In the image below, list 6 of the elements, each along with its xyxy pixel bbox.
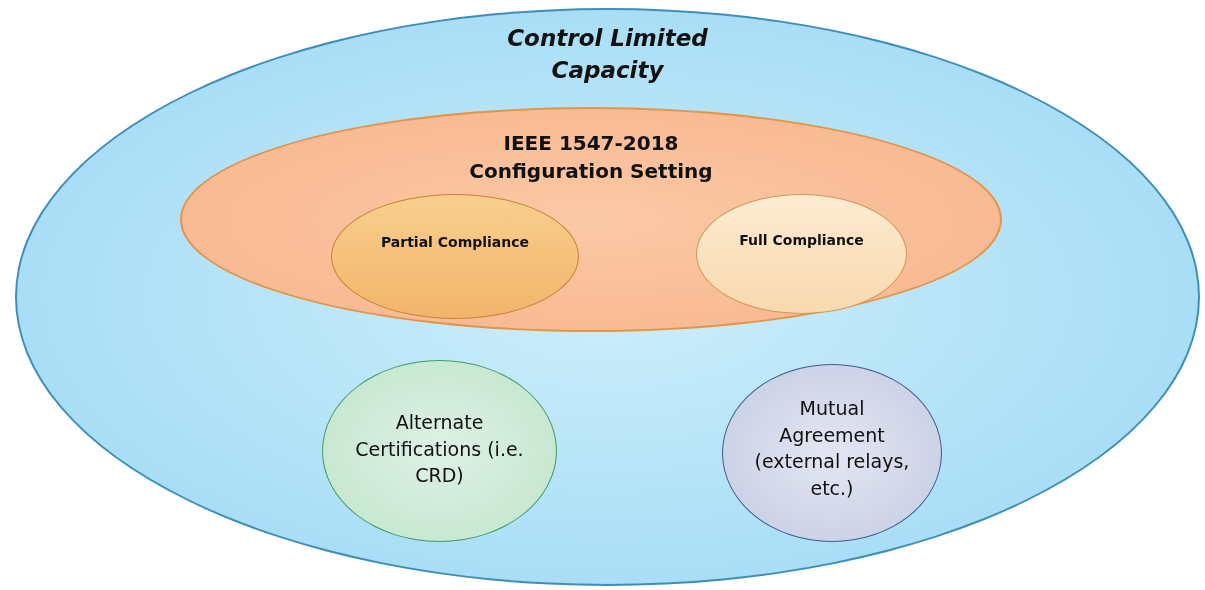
ellipse-label: IEEE 1547-2018 Configuration Setting [468,130,714,185]
ellipse-label: Mutual Agreement (external relays, etc.) [753,396,911,501]
ellipse-label: Alternate Certifications (i.e. CRD) [354,410,525,489]
ellipse-label: Full Compliance [738,231,865,250]
ellipse-label: Partial Compliance [379,233,531,252]
ellipse-label: Control Limited Capacity [506,24,709,86]
